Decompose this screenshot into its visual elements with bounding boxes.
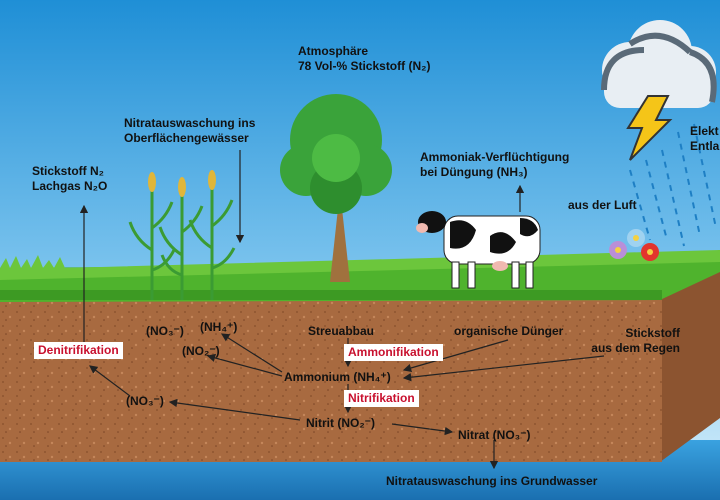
denitrification-tag: Denitrifikation [34,342,123,359]
weather-label-line1: Elekt [690,124,719,138]
atmosphere-title: Atmosphäre [298,44,369,58]
ammonium-label: Ammonium (NH₄⁺) [284,370,391,384]
from-air-label: aus der Luft [568,198,637,212]
nitrate-top-label: (NO₃⁻) [146,324,184,338]
grass-surface [0,250,720,302]
lightning-icon [626,95,673,161]
soil-side-face [660,270,720,462]
rain-nitrogen-label: Stickstoff aus dem Regen [580,326,680,356]
nitrate-left-label: (NO₃⁻) [126,394,164,408]
rain-nitrogen-line2: aus dem Regen [591,341,680,355]
corn-ears [148,170,216,197]
ammonium-top-label: (NH₄⁺) [200,320,238,334]
grass-edge [0,290,662,300]
stickstoff-n2-label: Stickstoff N₂ [32,164,105,178]
rain-nitrogen-line1: Stickstoff [625,326,680,340]
cow [416,211,541,289]
corn-plants [128,188,236,300]
tree [280,94,392,282]
soil-block [0,296,662,462]
lachgas-label: Lachgas N₂O [32,179,108,193]
rain-streaks [629,123,717,247]
ammonia-line2: bei Düngung (NH₃) [420,165,528,179]
nitrogen-gas-label: Stickstoff N₂ Lachgas N₂O [32,164,107,194]
weather-label-line2: Entla [690,139,720,153]
ammonification-tag: Ammonifikation [344,344,443,361]
ammonia-line1: Ammoniak-Verflüchtigung [420,150,570,164]
surface-water-leaching-label: Nitratauswaschung ins Oberflächengewässe… [124,116,255,146]
flow-arrows [79,150,605,470]
groundwater-leaching-label: Nitratauswaschung ins Grundwasser [386,474,598,488]
surface-leaching-line2: Oberflächengewässer [124,131,249,145]
rain-cloud [601,20,717,108]
grass-tips [0,250,720,280]
nitrite-label: Nitrit (NO₂⁻) [306,416,375,430]
nitrification-tag: Nitrifikation [344,390,419,407]
weather-label: Elekt Entla [690,124,719,154]
surface-leaching-line1: Nitratauswaschung ins [124,116,256,130]
litter-decomposition-label: Streuabbau [308,324,375,338]
ammonia-volatilisation-label: Ammoniak-Verflüchtigung bei Düngung (NH₃… [420,150,569,180]
organic-fertiliser-label: organische Dünger [454,324,564,338]
nitrite-left-label: (NO₂⁻) [182,344,220,358]
atmosphere-label: Atmosphäre 78 Vol-% Stickstoff (N₂) [298,44,430,74]
flowers [609,229,659,261]
nitrate-label: Nitrat (NO₃⁻) [458,428,531,442]
atmosphere-nitrogen-share: 78 Vol-% Stickstoff (N₂) [298,59,431,73]
